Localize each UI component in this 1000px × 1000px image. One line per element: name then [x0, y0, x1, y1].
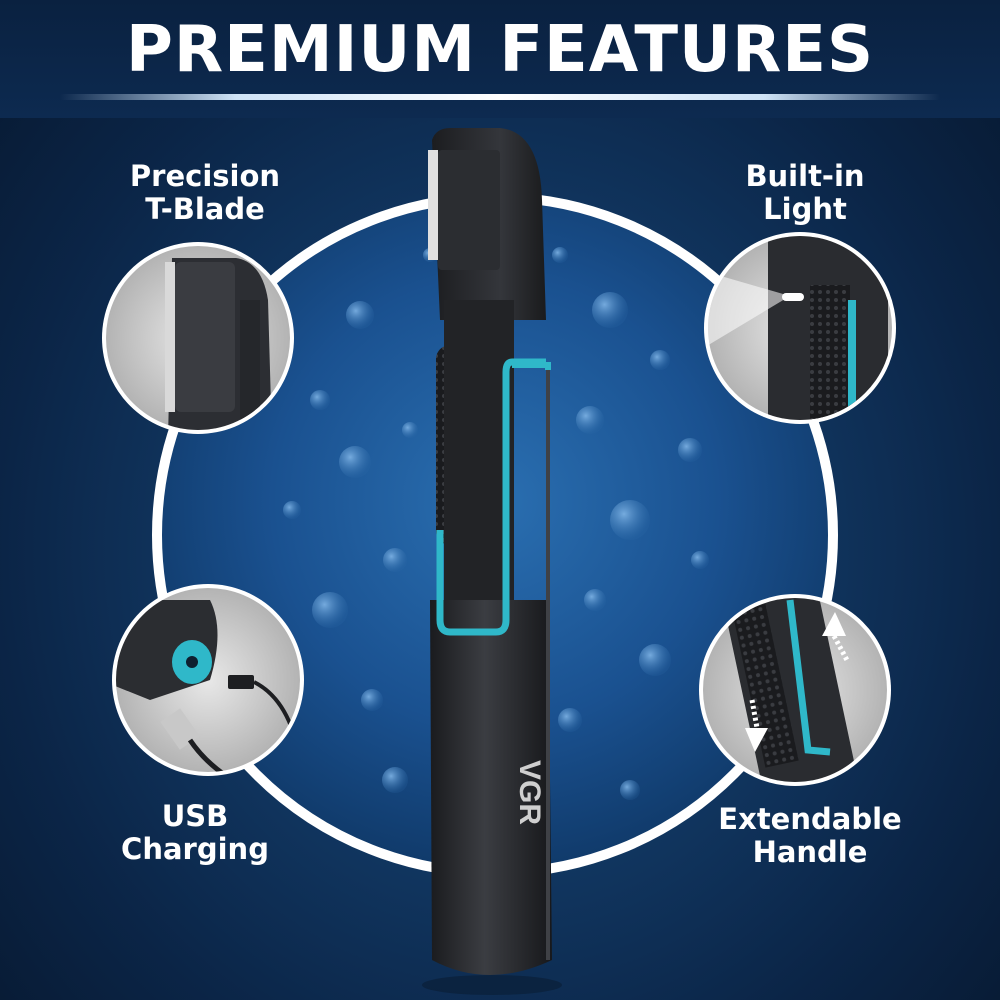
- page-title: PREMIUM FEATURES: [125, 13, 875, 87]
- feature-label-built-in-light: Built-in Light: [745, 159, 865, 226]
- handle-body: [430, 600, 552, 975]
- feature-label-extendable-handle: Extendable Handle: [718, 802, 902, 869]
- water-droplets: [283, 247, 709, 800]
- trimmer-product: [422, 128, 562, 995]
- feature-label-precision-t-blade: Precision T-Blade: [129, 159, 281, 226]
- brand-logo: VGR: [513, 760, 546, 825]
- detail-circle-t-blade: [102, 242, 294, 434]
- feature-label-usb-charging: USB Charging: [121, 799, 269, 866]
- detail-circle-usb-charging: [112, 584, 304, 776]
- detail-circle-built-in-light: [704, 232, 896, 424]
- t-blade: [428, 150, 438, 260]
- title-underline: [60, 94, 940, 100]
- detail-circle-extendable-handle: [699, 594, 891, 786]
- teal-accent-strip: [436, 358, 546, 636]
